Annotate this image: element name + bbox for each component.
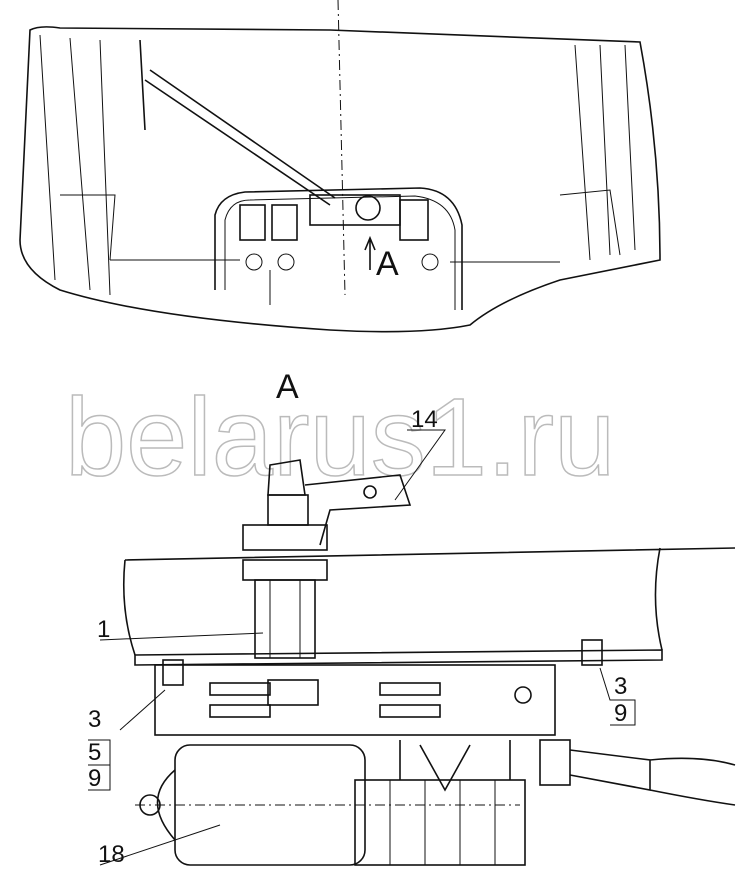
callout-9-right: 9	[614, 700, 627, 727]
callout-1: 1	[97, 616, 110, 643]
callout-5: 5	[88, 739, 101, 766]
wiper-mechanism-section	[122, 459, 736, 866]
section-view-label: A	[276, 368, 299, 406]
callout-18: 18	[98, 841, 125, 868]
callout-3-right: 3	[614, 673, 627, 700]
view-arrow-label: A	[376, 245, 399, 283]
callout-leaders	[88, 429, 636, 866]
callout-3-left: 3	[88, 706, 101, 733]
watermark: belarus1.ru	[65, 376, 615, 499]
callout-9-left: 9	[88, 765, 101, 792]
callout-14: 14	[411, 406, 438, 433]
cab-window-view	[19, 0, 661, 333]
